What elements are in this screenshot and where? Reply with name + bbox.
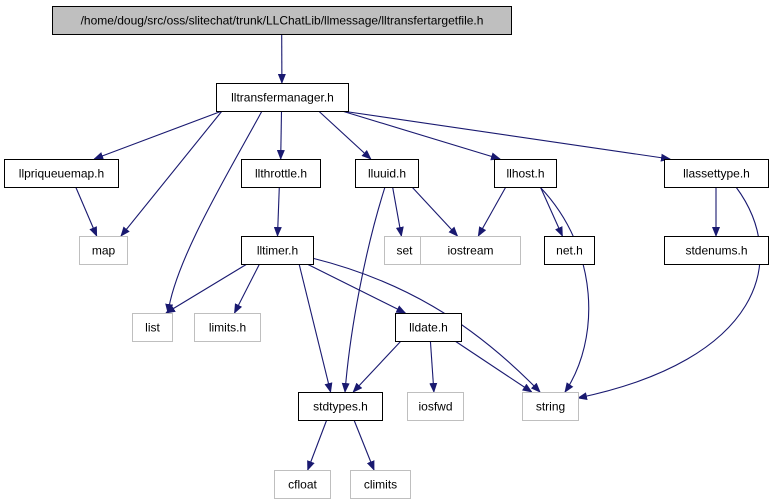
edge-throttle-to-timer xyxy=(273,186,282,237)
node-label-date: lldate.h xyxy=(409,321,448,335)
node-neth[interactable]: net.h xyxy=(544,236,595,265)
edge-priqueue-to-map xyxy=(75,186,98,237)
node-label-stdenums: stdenums.h xyxy=(685,244,747,258)
node-label-set: set xyxy=(396,244,413,258)
node-iostream: iostream xyxy=(420,236,521,265)
node-stdenums[interactable]: stdenums.h xyxy=(664,236,769,265)
node-priqueue[interactable]: llpriqueuemap.h xyxy=(4,159,119,188)
node-box-climits xyxy=(350,470,411,499)
edge-timer-to-string xyxy=(311,257,541,393)
node-box-timer xyxy=(241,236,314,265)
edge-transfermgr-to-list xyxy=(165,110,263,314)
node-box-iosfwd xyxy=(407,392,464,421)
node-label-host: llhost.h xyxy=(506,167,544,181)
node-climits: climits xyxy=(350,470,411,499)
edge-date-to-stdtypes xyxy=(352,340,402,393)
node-label-string: string xyxy=(536,400,565,414)
node-box-transfermgr xyxy=(216,83,349,112)
edge-host-to-string xyxy=(539,186,590,393)
node-box-set xyxy=(384,236,425,265)
edge-host-to-iostream xyxy=(477,186,507,237)
node-set: set xyxy=(384,236,425,265)
edge-stdtypes-to-climits xyxy=(353,419,375,471)
edge-uuid-to-stdtypes xyxy=(341,186,386,393)
node-label-iosfwd: iosfwd xyxy=(418,400,452,414)
node-box-stdenums xyxy=(664,236,769,265)
edge-transfermgr-to-map xyxy=(120,110,223,237)
edge-transfermgr-to-assettype xyxy=(341,110,671,162)
node-string: string xyxy=(522,392,579,421)
edge-uuid-to-iostream xyxy=(411,186,459,237)
edge-date-to-iosfwd xyxy=(429,340,438,393)
node-assettype[interactable]: llassettype.h xyxy=(664,159,769,188)
node-box-string xyxy=(522,392,579,421)
edge-stdtypes-to-cfloat xyxy=(307,419,328,471)
node-iosfwd: iosfwd xyxy=(407,392,464,421)
node-box-host xyxy=(494,159,557,188)
node-label-transfermgr: lltransfermanager.h xyxy=(231,91,334,105)
node-cfloat: cfloat xyxy=(274,470,331,499)
node-transfermgr[interactable]: lltransfermanager.h xyxy=(216,83,349,112)
edge-assettype-to-string xyxy=(577,186,761,401)
edge-host-to-neth xyxy=(539,186,563,237)
edge-timer-to-limits xyxy=(234,263,260,314)
edge-timer-to-list xyxy=(165,263,248,314)
node-box-limits xyxy=(194,313,261,342)
node-list: list xyxy=(132,313,173,342)
node-map: map xyxy=(79,236,128,265)
node-throttle[interactable]: llthrottle.h xyxy=(241,159,321,188)
edge-timer-to-date xyxy=(306,263,407,314)
node-label-cfloat: cfloat xyxy=(288,478,317,492)
node-uuid[interactable]: lluuid.h xyxy=(355,159,419,188)
node-box-stdtypes xyxy=(298,392,383,421)
node-label-root: /home/doug/src/oss/slitechat/trunk/LLCha… xyxy=(81,14,484,28)
node-root[interactable]: /home/doug/src/oss/slitechat/trunk/LLCha… xyxy=(52,6,512,35)
node-box-neth xyxy=(544,236,595,265)
node-label-list: list xyxy=(145,321,160,335)
node-label-assettype: llassettype.h xyxy=(683,167,750,181)
node-label-iostream: iostream xyxy=(447,244,493,258)
edges-layer xyxy=(75,33,761,471)
node-label-timer: lltimer.h xyxy=(257,244,298,258)
node-label-throttle: llthrottle.h xyxy=(255,167,307,181)
node-box-throttle xyxy=(241,159,321,188)
node-label-neth: net.h xyxy=(556,244,583,258)
node-host[interactable]: llhost.h xyxy=(494,159,557,188)
edge-timer-to-stdtypes xyxy=(298,263,333,393)
node-box-iostream xyxy=(420,236,521,265)
node-box-uuid xyxy=(355,159,419,188)
edge-transfermgr-to-uuid xyxy=(318,110,372,160)
node-label-climits: climits xyxy=(364,478,397,492)
node-stdtypes[interactable]: stdtypes.h xyxy=(298,392,383,421)
node-box-date xyxy=(395,313,462,342)
node-box-assettype xyxy=(664,159,769,188)
node-timer[interactable]: lltimer.h xyxy=(241,236,314,265)
node-box-map xyxy=(79,236,128,265)
node-box-cfloat xyxy=(274,470,331,499)
edge-date-to-string xyxy=(454,340,533,393)
edge-uuid-to-set xyxy=(392,186,404,237)
node-date[interactable]: lldate.h xyxy=(395,313,462,342)
node-box-priqueue xyxy=(4,159,119,188)
node-box-root xyxy=(52,6,512,35)
edge-transfermgr-to-throttle xyxy=(276,110,285,160)
node-box-list xyxy=(132,313,173,342)
node-label-priqueue: llpriqueuemap.h xyxy=(19,167,104,181)
node-label-limits: limits.h xyxy=(209,321,246,335)
node-limits: limits.h xyxy=(194,313,261,342)
edge-transfermgr-to-priqueue xyxy=(93,110,223,160)
edge-transfermgr-to-host xyxy=(341,110,501,161)
node-label-stdtypes: stdtypes.h xyxy=(313,400,368,414)
node-label-uuid: lluuid.h xyxy=(368,167,406,181)
node-label-map: map xyxy=(92,244,116,258)
nodes-layer: /home/doug/src/oss/slitechat/trunk/LLCha… xyxy=(4,6,769,499)
